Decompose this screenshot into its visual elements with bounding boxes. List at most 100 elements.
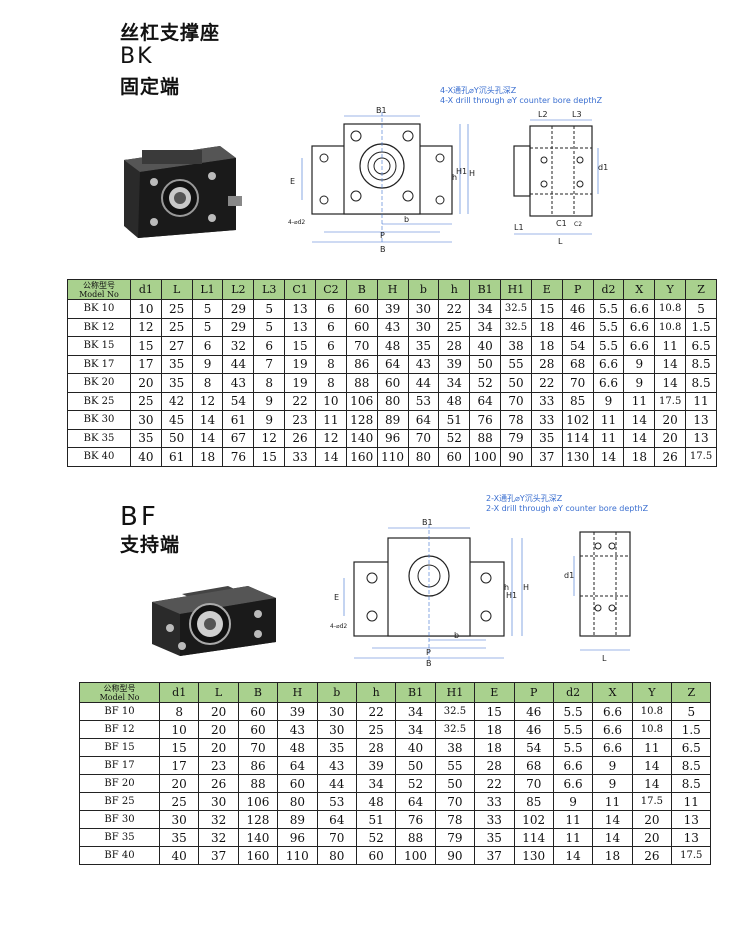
value-cell: 14	[631, 756, 673, 775]
value-cell: 37	[198, 846, 239, 865]
value-cell: 15	[129, 336, 162, 356]
value-cell: 12	[129, 317, 162, 337]
value-cell: 34	[395, 702, 436, 721]
value-cell: 40	[395, 738, 436, 757]
value-cell: 13	[685, 410, 717, 430]
value-cell: 6	[314, 336, 347, 356]
value-cell: 37	[530, 447, 563, 467]
value-cell: 14	[623, 428, 656, 448]
bk-dim-h: H	[469, 169, 475, 178]
value-cell: 23	[198, 756, 239, 775]
value-cell: 18	[592, 846, 633, 865]
bf-header-y: Y	[631, 682, 673, 703]
value-cell: 64	[407, 410, 440, 430]
value-cell: 11	[654, 336, 687, 356]
value-cell: 11	[685, 391, 717, 411]
value-cell: 52	[355, 828, 397, 847]
bk-model-label: BK	[120, 44, 154, 69]
value-cell: 32	[198, 810, 239, 829]
bf-dim-h: H	[523, 583, 529, 592]
bf-dim-bb: B	[426, 659, 432, 666]
model-cell: BK 25	[67, 391, 131, 411]
value-cell: 88	[345, 373, 378, 393]
value-cell: 22	[355, 702, 397, 721]
value-cell: 11	[592, 792, 633, 811]
value-cell: 88	[237, 774, 279, 793]
value-cell: 30	[407, 299, 440, 319]
value-cell: 22	[530, 373, 563, 393]
bk-header-b: B	[345, 279, 378, 300]
value-cell: 88	[395, 828, 436, 847]
value-cell: 1.5	[685, 317, 717, 337]
value-cell: 19	[284, 354, 316, 374]
value-cell: 106	[345, 391, 378, 411]
value-cell: 80	[277, 792, 318, 811]
model-cell: BF 20	[79, 774, 160, 793]
value-cell: 20	[198, 702, 239, 721]
bk-front-drawing: B1 E h H1 H b P B 4-⌀d2	[286, 104, 476, 254]
value-cell: 6.6	[623, 317, 656, 337]
bk-product-photo	[118, 140, 248, 240]
value-cell: 48	[277, 738, 318, 757]
value-cell: 35	[530, 428, 563, 448]
value-cell: 19	[284, 373, 316, 393]
model-cell: BK 20	[67, 373, 131, 393]
value-cell: 12	[191, 391, 224, 411]
value-cell: 6	[191, 336, 224, 356]
bf-header-b1: B1	[395, 682, 436, 703]
value-cell: 30	[158, 810, 200, 829]
value-cell: 22	[438, 299, 471, 319]
value-cell: 43	[376, 317, 409, 337]
value-cell: 54	[222, 391, 255, 411]
value-cell: 61	[160, 447, 193, 467]
bk-header-d2: d2	[592, 279, 625, 300]
value-cell: 46	[561, 317, 594, 337]
value-cell: 32	[222, 336, 255, 356]
value-cell: 32.5	[500, 317, 532, 337]
page-title: 丝杠支撑座	[120, 22, 221, 44]
value-cell: 20	[158, 774, 200, 793]
bf-dim-b1: B1	[422, 518, 433, 527]
bf-dim-l: L	[602, 654, 607, 663]
value-cell: 100	[469, 447, 502, 467]
value-cell: 20	[129, 373, 162, 393]
bf-dim-p: P	[426, 648, 431, 657]
value-cell: 89	[277, 810, 318, 829]
value-cell: 8.5	[685, 373, 717, 393]
value-cell: 30	[316, 720, 357, 739]
value-cell: 15	[474, 702, 515, 721]
value-cell: 6.6	[592, 738, 633, 757]
bk-header-d1: d1	[129, 279, 162, 300]
value-cell: 114	[513, 828, 554, 847]
value-cell: 50	[395, 756, 436, 775]
value-cell: 6.6	[592, 354, 625, 374]
bk-dim-b1: B1	[376, 106, 387, 115]
value-cell: 68	[561, 354, 594, 374]
value-cell: 39	[376, 299, 409, 319]
value-cell: 17.5	[685, 447, 717, 467]
value-cell: 1.5	[671, 720, 712, 739]
bf-header-e: E	[474, 682, 515, 703]
value-cell: 128	[345, 410, 378, 430]
value-cell: 48	[376, 336, 409, 356]
model-cell: BF 15	[79, 738, 160, 757]
value-cell: 43	[316, 756, 357, 775]
value-cell: 26	[284, 428, 316, 448]
value-cell: 80	[407, 447, 440, 467]
value-cell: 9	[592, 391, 625, 411]
value-cell: 80	[376, 391, 409, 411]
value-cell: 9	[592, 774, 633, 793]
value-cell: 40	[129, 447, 162, 467]
bk-hole-callout: 4-X通孔⌀Y沉头孔深Z 4-X drill through ⌀Y counte…	[440, 86, 602, 106]
value-cell: 160	[237, 846, 279, 865]
value-cell: 5.5	[552, 738, 594, 757]
model-cell: BK 40	[67, 447, 131, 467]
value-cell: 43	[222, 373, 255, 393]
value-cell: 14	[314, 447, 347, 467]
value-cell: 110	[277, 846, 318, 865]
value-cell: 29	[222, 299, 255, 319]
value-cell: 6.6	[552, 774, 594, 793]
bf-header-z: Z	[671, 682, 712, 703]
